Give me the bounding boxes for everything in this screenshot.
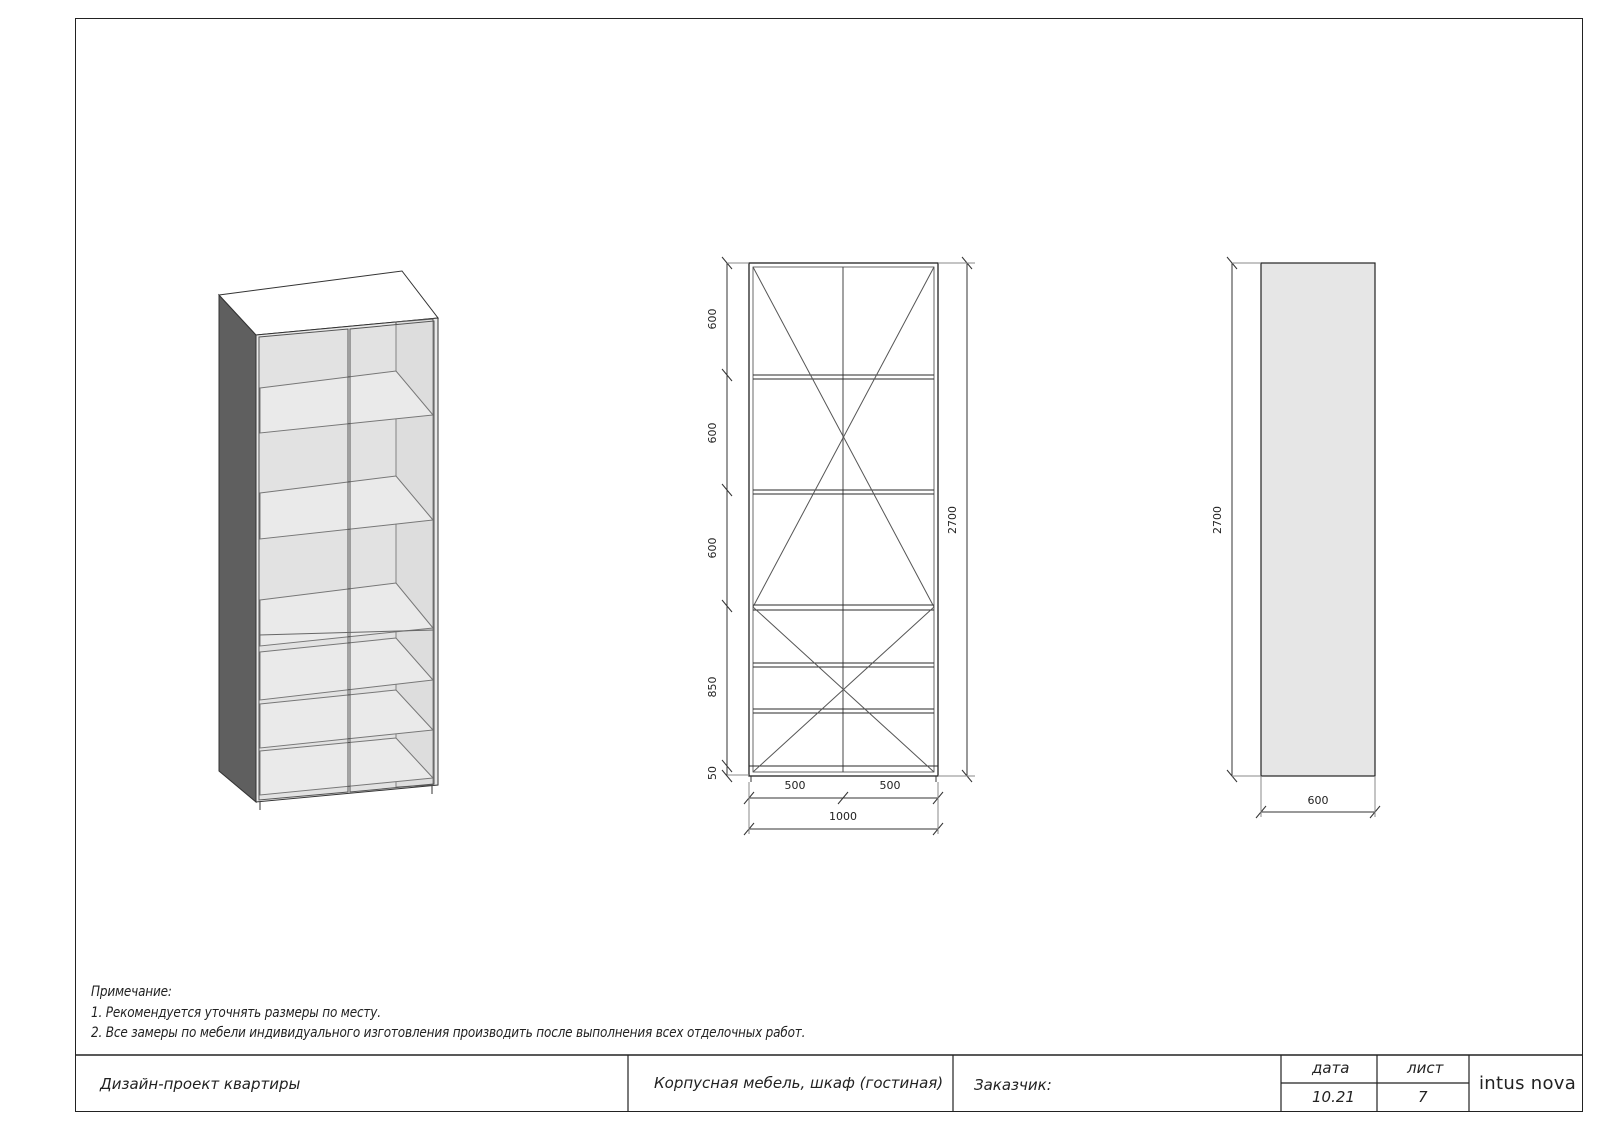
dim-label-850: 850 (706, 677, 719, 698)
company-logo: intus nova (1479, 1073, 1577, 1094)
cabinet-shelf (259, 370, 434, 434)
front-height-dim-labels: 600 600 600 850 50 (706, 309, 719, 781)
title-block-grid (76, 1054, 1582, 1111)
notes-heading: Примечание: (91, 984, 172, 1000)
title-block-client-label: Заказчик: (974, 1076, 1052, 1094)
dim-label-600: 600 (706, 423, 719, 444)
front-height-dimensions (721, 256, 749, 783)
side-dimensions (1226, 256, 1381, 819)
dim-label-50: 50 (706, 766, 719, 780)
front-width-label-right: 500 (880, 779, 901, 792)
cabinet-shelf (259, 689, 435, 749)
title-block-project: Дизайн-проект квартиры (100, 1075, 301, 1093)
cabinet-door-right (349, 320, 435, 793)
note-item: 1. Рекомендуется уточнять размеры по мес… (91, 1004, 381, 1021)
front-elevation (748, 262, 939, 782)
note-item: 2. Все замеры по мебели индивидуального … (91, 1025, 806, 1041)
side-depth-label: 600 (1308, 794, 1329, 807)
cabinet-shelf (259, 582, 434, 647)
title-block-sheet-label: лист (1407, 1059, 1444, 1077)
front-total-height-dimension (938, 256, 975, 783)
title-block-sheet-title: Корпусная мебель, шкаф (гостиная) (654, 1074, 944, 1092)
title-block-date-label: дата (1312, 1059, 1350, 1077)
front-total-width-label: 1000 (829, 810, 857, 823)
side-total-height-label: 2700 (1211, 506, 1224, 534)
side-elevation (1260, 262, 1376, 777)
title-block-sheet-value: 7 (1418, 1088, 1428, 1106)
cabinet-side-panel (218, 293, 257, 804)
title-block-date-value: 10.21 (1312, 1088, 1355, 1106)
drawing-sheet-frame (75, 18, 1583, 1112)
front-width-dimensions (743, 782, 944, 836)
front-total-height-label: 2700 (946, 506, 959, 534)
dim-label-600: 600 (706, 538, 719, 559)
cabinet-shelf (259, 737, 435, 796)
cabinet-shelf (259, 637, 435, 701)
dim-label-600: 600 (706, 309, 719, 330)
front-width-label-left: 500 (785, 779, 806, 792)
cabinet-shelf (259, 475, 434, 540)
notes-block: Примечание: 1. Рекомендуется уточнять ра… (91, 982, 805, 1044)
cabinet-door-left (258, 328, 349, 801)
isometric-cabinet (217, 270, 439, 810)
